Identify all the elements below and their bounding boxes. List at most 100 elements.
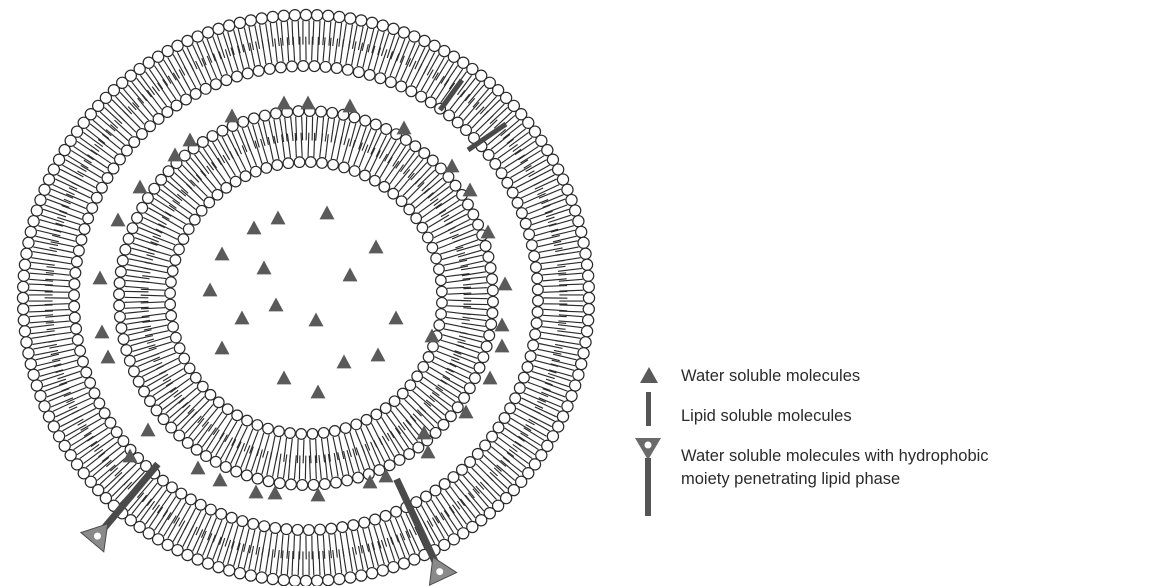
- outer-bilayer-outer-leaflet: [17, 9, 594, 586]
- phospholipid: [98, 436, 128, 462]
- phospholipid: [293, 106, 304, 141]
- legend-label-lipid-soluble: Lipid soluble molecules: [681, 406, 852, 426]
- phospholipid: [287, 37, 298, 72]
- phospholipid: [87, 150, 118, 174]
- phospholipid: [487, 431, 518, 456]
- phospholipid: [312, 551, 323, 586]
- phospholipid: [95, 139, 126, 164]
- phospholipid: [499, 413, 531, 436]
- penetrating-molecules-group: [81, 80, 506, 585]
- phospholipid: [153, 482, 178, 513]
- phospholipid: [297, 456, 308, 491]
- phospholipid: [532, 307, 567, 318]
- phospholipid: [186, 180, 214, 208]
- phospholipid: [559, 281, 594, 292]
- legend-label-penetrating-line1: Water soluble molecules with hydrophobic: [681, 446, 989, 466]
- phospholipid: [430, 485, 454, 516]
- phospholipid: [207, 162, 232, 193]
- phospholipid: [292, 524, 303, 559]
- water-soluble-molecule: [320, 206, 335, 220]
- phospholipid: [114, 289, 149, 300]
- phospholipid: [168, 73, 191, 105]
- phospholipid: [81, 160, 113, 183]
- phospholipid: [490, 144, 521, 169]
- phospholipid: [457, 464, 484, 493]
- water-soluble-molecule: [215, 341, 230, 355]
- phospholipid: [188, 389, 216, 417]
- phospholipid: [119, 111, 147, 139]
- phospholipid: [284, 428, 296, 463]
- phospholipid: [196, 171, 223, 200]
- water-soluble-molecule: [495, 339, 510, 353]
- phospholipid: [177, 190, 207, 216]
- water-soluble-molecule: [277, 96, 292, 110]
- phospholipid: [389, 396, 416, 425]
- water-soluble-molecule: [141, 423, 156, 437]
- phospholipid: [114, 300, 149, 311]
- phospholipid: [496, 155, 528, 179]
- water-soluble-molecule: [371, 348, 386, 362]
- phospholipid: [296, 429, 307, 464]
- phospholipid: [147, 87, 172, 118]
- phospholipid: [208, 404, 233, 435]
- lipid-soluble-molecule: [440, 80, 462, 110]
- water-soluble-molecule: [203, 283, 218, 297]
- legend-label-penetrating-line2: moiety penetrating lipid phase: [681, 469, 900, 489]
- water-soluble-molecule: [213, 473, 228, 487]
- phospholipid: [437, 297, 472, 308]
- phospholipid: [304, 106, 315, 141]
- phospholipid: [46, 267, 81, 279]
- phospholipid: [380, 403, 405, 434]
- phospholipid: [163, 488, 187, 520]
- legend-item-water-soluble: Water soluble molecules: [628, 364, 1148, 388]
- phospholipid: [315, 524, 326, 559]
- phospholipid: [170, 372, 201, 397]
- phospholipid: [461, 107, 489, 136]
- triangle-icon: [639, 366, 659, 384]
- phospholipid: [18, 315, 53, 326]
- water-soluble-molecule: [257, 261, 272, 275]
- phospholipid: [397, 388, 425, 416]
- water-soluble-molecule: [269, 298, 284, 312]
- phospholipid: [309, 37, 320, 72]
- phospholipid: [444, 90, 470, 120]
- water-soluble-molecule: [183, 133, 198, 147]
- phospholipid: [91, 427, 122, 452]
- water-soluble-molecule: [191, 461, 206, 475]
- phospholipid: [294, 133, 305, 168]
- phospholipid: [162, 212, 194, 235]
- water-soluble-molecule: [445, 159, 460, 173]
- phospholipid: [110, 120, 139, 147]
- water-soluble-molecule: [309, 313, 324, 327]
- phospholipid: [286, 455, 297, 490]
- phospholipid: [18, 281, 53, 292]
- phospholipid: [141, 299, 176, 310]
- phospholipid: [418, 362, 450, 385]
- phospholipid: [411, 199, 442, 224]
- water-soluble-molecule: [93, 271, 108, 285]
- phospholipid: [463, 285, 498, 296]
- water-soluble-molecule: [225, 109, 240, 123]
- phospholipid: [439, 479, 464, 510]
- phospholipid: [472, 449, 501, 476]
- phospholipid: [84, 417, 116, 441]
- lipid-bilayers: [17, 9, 594, 586]
- water-soluble-molecule: [483, 371, 498, 385]
- phospholipid: [179, 381, 208, 408]
- water-soluble-molecule: [343, 99, 358, 113]
- legend-item-lipid-soluble: Lipid soluble molecules: [628, 390, 1148, 430]
- water-soluble-molecule: [337, 355, 352, 369]
- phospholipid: [45, 301, 80, 312]
- water-soluble-molecule: [111, 213, 126, 227]
- water-soluble-molecule: [277, 371, 292, 385]
- water-soluble-molecule: [343, 268, 358, 282]
- phospholipid: [138, 94, 164, 124]
- phospholipid: [326, 523, 338, 558]
- phospholipid: [559, 304, 594, 315]
- phospholipid: [463, 308, 498, 319]
- phospholipid: [18, 304, 53, 315]
- water-soluble-molecule: [133, 180, 148, 194]
- phospholipid: [465, 457, 493, 485]
- water-soluble-molecule: [301, 96, 316, 110]
- phospholipid: [452, 98, 479, 128]
